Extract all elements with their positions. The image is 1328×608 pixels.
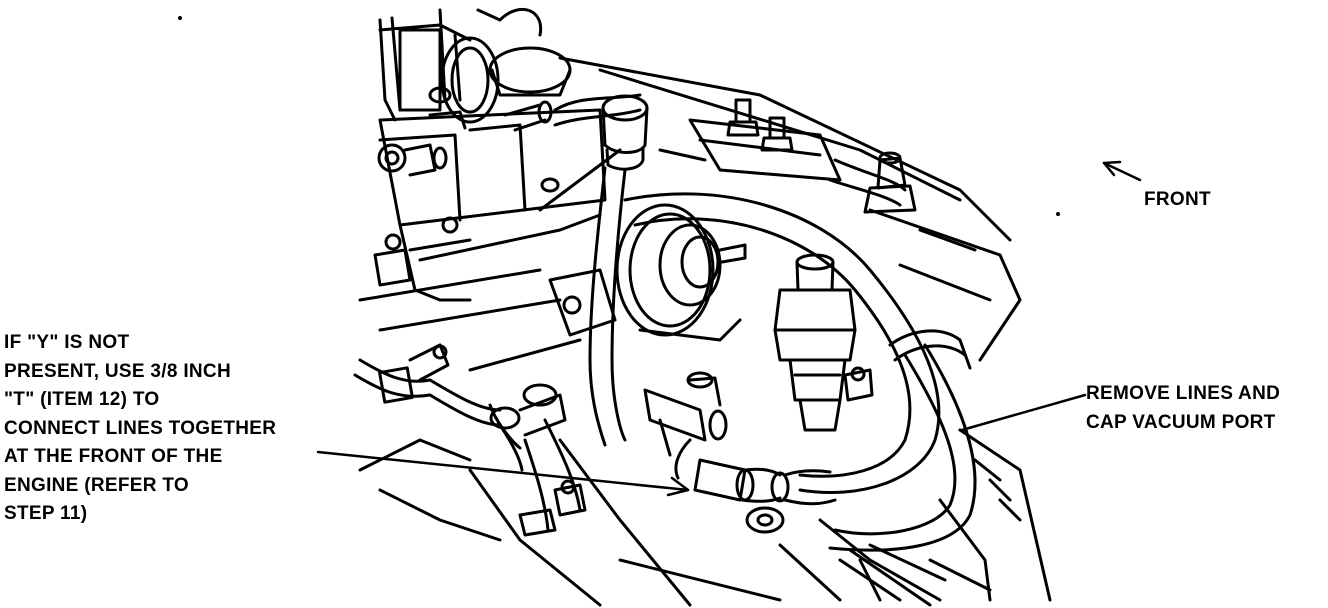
note-line: CAP VACUUM PORT: [1086, 411, 1276, 433]
carburetor-assembly: [373, 7, 642, 302]
connector-instruction-note: IF "Y" IS NOT PRESENT, USE 3/8 INCH "T" …: [4, 329, 276, 529]
manifold-studs: [658, 98, 917, 214]
note-line: ENGINE (REFER TO: [4, 474, 189, 496]
note-line: CONNECT LINES TOGETHER: [4, 417, 277, 439]
note-line: AT THE FRONT OF THE: [4, 446, 223, 467]
egr-valve: [548, 203, 747, 342]
remove-lines-note: REMOVE LINES AND CAP VACUUM PORT: [1086, 380, 1280, 437]
large-vacuum-hose: [623, 158, 977, 552]
vacuum-line-vertical: [588, 94, 649, 447]
note-line: REMOVE LINES AND: [1086, 383, 1281, 404]
note-line: IF "Y" IS NOT: [4, 332, 130, 353]
front-direction-label: FRONT: [1144, 186, 1211, 215]
left-vacuum-line: [353, 343, 587, 537]
note-line: PRESENT, USE 3/8 INCH: [4, 360, 231, 382]
stray-dots: [178, 16, 1060, 216]
note-line: STEP 11): [4, 503, 88, 524]
line-connector: [643, 371, 837, 534]
leader-lines: [316, 160, 1142, 497]
pcv-fitting: [773, 253, 874, 432]
front-label-text: FRONT: [1144, 189, 1211, 210]
note-line: "T" (ITEM 12) TO: [4, 389, 160, 410]
engine-block: [358, 56, 1052, 607]
